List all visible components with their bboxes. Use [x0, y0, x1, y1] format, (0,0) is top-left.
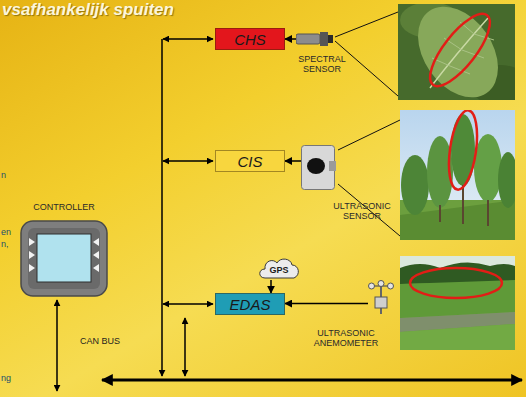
anemometer-shape: [368, 280, 394, 314]
cropped-text: ng: [1, 373, 11, 383]
label-holder: CAN BUS: [80, 336, 120, 346]
controller-bezel: [28, 228, 100, 289]
tree-trunk: [440, 185, 488, 226]
cloud-outline: [260, 259, 299, 278]
controller-case: [21, 221, 107, 296]
cropped-text: en: [1, 227, 11, 237]
anemometer: ULTRASONIC ANEMOMETER: [368, 280, 394, 314]
title: vsafhankelijk spuiten: [2, 0, 174, 20]
label-holder: en: [1, 227, 11, 237]
cropped-text: n,: [1, 239, 9, 249]
leaf-shape: [401, 4, 514, 100]
tree-crown: [401, 155, 429, 215]
sensor-head: [320, 32, 328, 46]
signal-arrow: [270, 280, 272, 293]
can-bus-line: [102, 379, 522, 382]
label-holder: n,: [1, 239, 9, 249]
tree-crown: [474, 134, 502, 202]
bus-wire: [161, 39, 163, 376]
highlight-ellipse: [445, 110, 482, 191]
process-box: CHS: [215, 28, 285, 50]
box-label: CIS: [237, 153, 262, 170]
cropped-text: n: [1, 170, 6, 180]
bus-wire: [184, 318, 186, 376]
soft-key: [93, 264, 99, 272]
soft-key: [93, 251, 99, 259]
device-label: SPECTRAL SENSOR: [292, 54, 352, 75]
gps-label: GPS: [269, 265, 288, 275]
title-holder: vsafhankelijk spuiten: [2, 0, 174, 20]
anemometer-cup: [388, 283, 394, 289]
sensor-lens: [328, 35, 333, 43]
soft-key: [29, 238, 35, 246]
device-label: CONTROLLER: [20, 202, 108, 212]
highlight-ellipse: [410, 268, 502, 298]
process-box: EDAS: [215, 293, 285, 315]
anemometer-cup: [369, 283, 375, 289]
bus-wire: [163, 303, 213, 305]
anemometer-box: [375, 297, 387, 308]
soft-key: [93, 238, 99, 246]
sensor-body: [296, 34, 320, 44]
bus-label: CAN BUS: [80, 336, 120, 346]
grass-foreground: [400, 324, 515, 350]
soft-key: [29, 264, 35, 272]
grass-photo: [400, 256, 515, 350]
anemometer-cup: [378, 281, 384, 287]
signal-arrow: [285, 160, 301, 162]
box-label: CHS: [234, 31, 266, 48]
bus-wire: [56, 300, 58, 391]
spectral-sensor-shape: [296, 31, 334, 47]
signal-arrow: [285, 303, 368, 305]
sensor-mount: [329, 161, 336, 171]
device-label: ULTRASONIC SENSOR: [331, 201, 393, 222]
bus-wire: [163, 160, 213, 162]
controller-unit: CONTROLLER: [20, 200, 108, 297]
gps-cloud: GPS: [257, 256, 301, 280]
spectral-sensor: SPECTRAL SENSOR: [296, 31, 334, 47]
device-label: ULTRASONIC ANEMOMETER: [294, 328, 398, 349]
tree-photo: [400, 110, 515, 240]
bus-wire: [163, 38, 213, 40]
controller-screen: [37, 234, 91, 282]
signal-arrow: [285, 38, 296, 40]
box-label: EDAS: [230, 296, 271, 313]
ultrasonic-sensor: ULTRASONIC SENSOR: [301, 145, 337, 191]
leaf-photo: [398, 4, 515, 100]
label-holder: n: [1, 170, 6, 180]
photo-sky: [400, 110, 515, 240]
tree-crown: [498, 152, 515, 208]
soft-key: [29, 251, 35, 259]
process-box: CIS: [215, 150, 285, 172]
label-holder: ng: [1, 373, 11, 383]
sensor-transducer: [307, 158, 325, 174]
controller-unit-shape: [20, 220, 108, 297]
tree-crown: [451, 114, 475, 186]
photo-ground: [400, 256, 515, 350]
highlight-ellipse: [420, 5, 499, 94]
ultrasonic-sensor-shape: [301, 145, 337, 191]
